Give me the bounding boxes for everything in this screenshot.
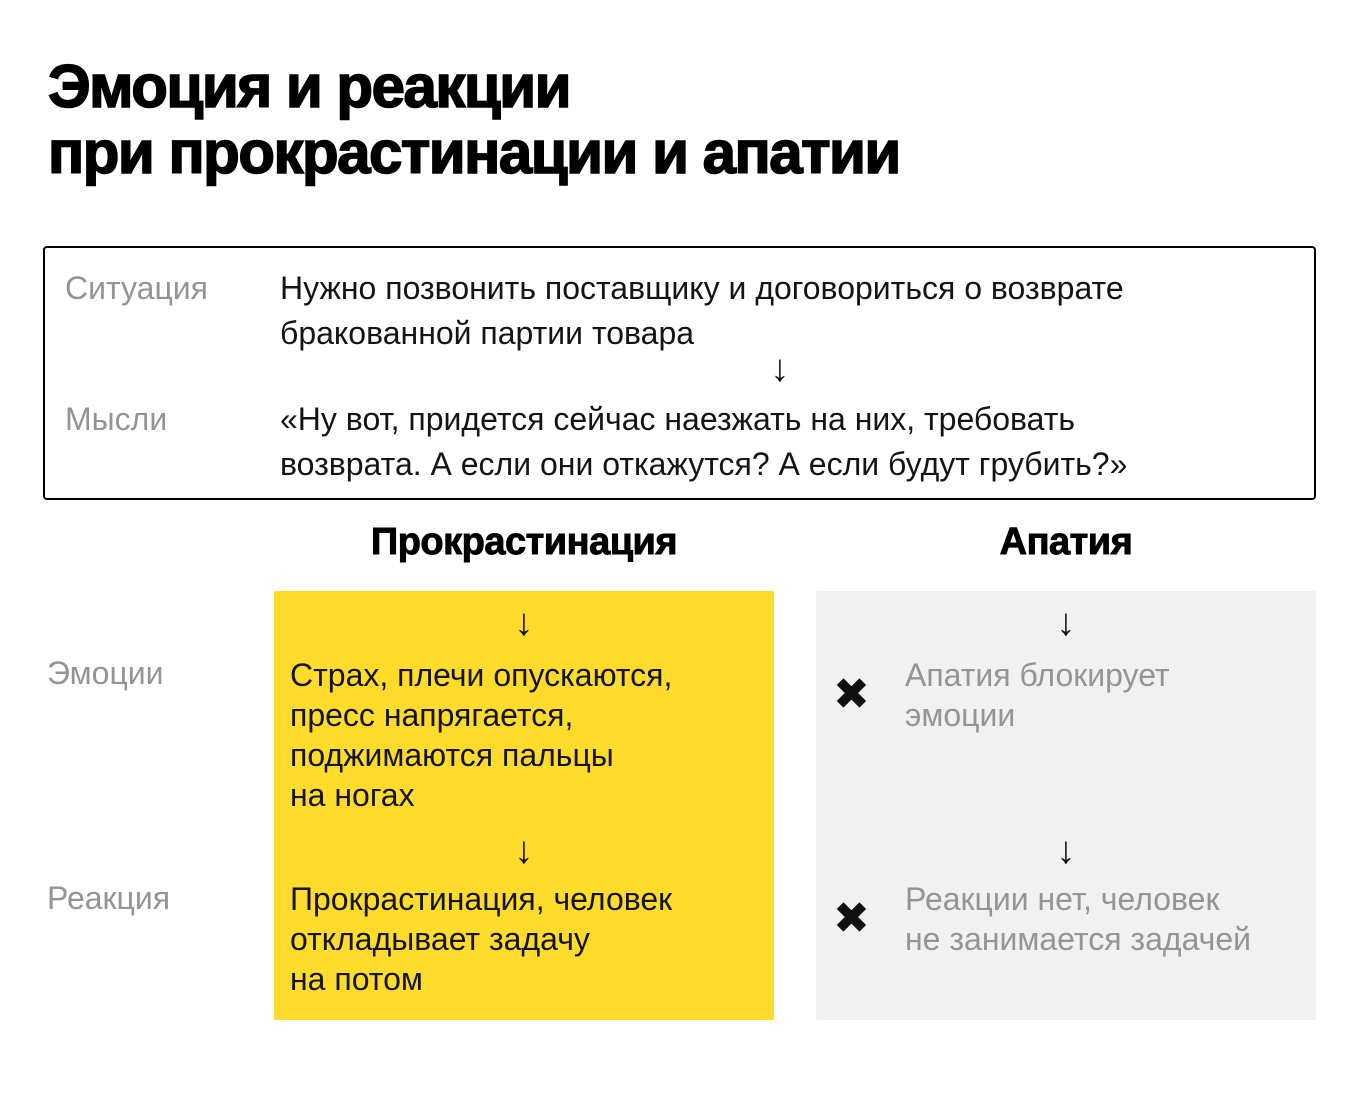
row-label-emotions: Эмоции (47, 655, 164, 691)
text-line: возврата. А если они откажутся? А если б… (280, 446, 1128, 482)
down-arrow-icon: ↓ (514, 830, 534, 872)
procrastination-column-box: ↓ Страх, плечи опускаются, пресс напряга… (274, 591, 774, 1020)
title-line-2: при прокрастинации и апатии (47, 119, 902, 187)
thoughts-text: «Ну вот, придется сейчас наезжать на них… (280, 397, 1280, 487)
situation-label: Ситуация (65, 270, 208, 306)
down-arrow-icon: ↓ (1056, 602, 1076, 644)
text-line: на ногах (290, 777, 415, 813)
procrastination-reaction-text: Прокрастинация, человек откладывает зада… (290, 879, 760, 999)
page-title: Эмоция и реакции при прокрастинации и ап… (47, 53, 902, 187)
text-line: поджимаются пальцы (290, 737, 614, 773)
apathy-emotions-text: Апатия блокирует эмоции (905, 655, 1170, 735)
text-line: Страх, плечи опускаются, (290, 657, 673, 693)
column-header-procrastination: Прокрастинация (370, 521, 678, 564)
text-line: Прокрастинация, человек (290, 881, 673, 917)
apathy-reaction-row: ✖ Реакции нет, человек не занимается зад… (833, 879, 1303, 959)
text-line: Апатия блокирует (905, 657, 1170, 693)
thoughts-label: Мысли (65, 401, 168, 437)
situation-text: Нужно позвонить поставщику и договоритьс… (280, 266, 1280, 356)
down-arrow-icon: ↓ (514, 602, 534, 644)
down-arrow-icon: ↓ (770, 348, 790, 390)
cross-icon: ✖ (833, 670, 870, 719)
apathy-reaction-text: Реакции нет, человек не занимается задач… (905, 879, 1251, 959)
text-line: Реакции нет, человек (905, 881, 1220, 917)
cross-icon: ✖ (833, 894, 870, 943)
situation-thoughts-box: Ситуация Нужно позвонить поставщику и до… (43, 246, 1316, 500)
text-line: пресс напрягается, (290, 697, 574, 733)
down-arrow-icon: ↓ (1056, 830, 1076, 872)
procrastination-emotions-text: Страх, плечи опускаются, пресс напрягает… (290, 655, 760, 815)
text-line: не занимается задачей (905, 921, 1251, 957)
text-line: откладывает задачу (290, 921, 590, 957)
apathy-column-box: ↓ ✖ Апатия блокирует эмоции ↓ ✖ Реакции … (816, 591, 1316, 1020)
column-header-apathy: Апатия (999, 521, 1133, 564)
text-line: эмоции (905, 697, 1016, 733)
title-line-1: Эмоция и реакции (47, 53, 572, 121)
text-line: бракованной партии товара (280, 315, 695, 351)
text-line: на потом (290, 961, 423, 997)
apathy-emotions-row: ✖ Апатия блокирует эмоции (833, 655, 1303, 735)
row-label-reaction: Реакция (47, 880, 171, 916)
text-line: Нужно позвонить поставщику и договоритьс… (280, 270, 1124, 306)
text-line: «Ну вот, придется сейчас наезжать на них… (280, 401, 1076, 437)
